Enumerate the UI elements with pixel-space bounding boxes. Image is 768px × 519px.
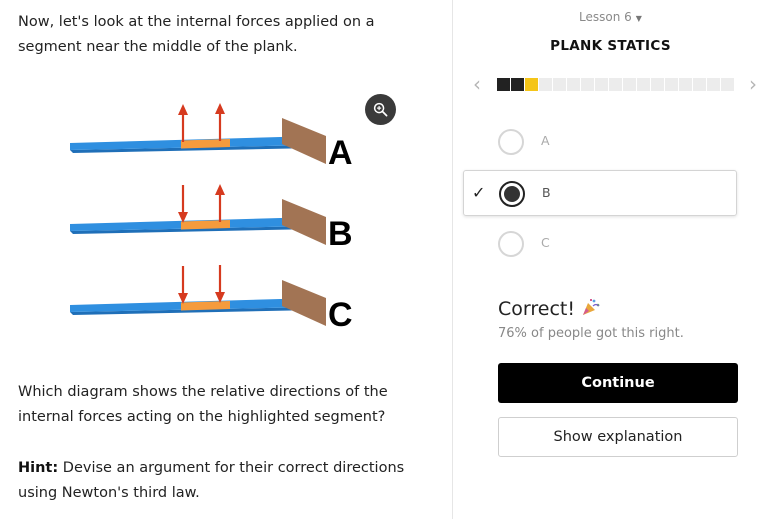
highlighted-segment	[181, 301, 230, 311]
lesson-selector[interactable]: Lesson 6▼	[453, 10, 768, 24]
question-panel: Now, let's look at the internal forces a…	[18, 14, 418, 506]
plank-edge	[70, 226, 316, 234]
progress-segment	[679, 78, 692, 91]
option-c[interactable]: C	[463, 221, 737, 267]
result-text: Correct!	[498, 298, 575, 320]
progress-segment	[581, 78, 594, 91]
progress-segment	[665, 78, 678, 91]
progress-segment	[567, 78, 580, 91]
option-b[interactable]: ✓ B	[463, 170, 737, 216]
chevron-left-icon[interactable]: ‹	[473, 72, 481, 96]
chevron-right-icon[interactable]: ›	[749, 72, 757, 96]
force-arrow	[215, 265, 225, 303]
plank-edge	[70, 145, 316, 153]
zoom-button[interactable]	[365, 94, 396, 125]
radio-b[interactable]	[499, 181, 525, 207]
wall	[282, 280, 326, 326]
continue-button[interactable]: Continue	[498, 363, 738, 403]
result-stat: 76% of people got this right.	[498, 326, 684, 341]
progress-segment	[525, 78, 538, 91]
caret-down-icon: ▼	[635, 14, 642, 23]
party-popper-icon	[581, 297, 601, 322]
highlighted-segment	[181, 220, 230, 230]
show-explanation-button[interactable]: Show explanation	[498, 417, 738, 457]
checkmark-icon: ✓	[472, 183, 486, 202]
progress-segment	[553, 78, 566, 91]
force-arrow	[178, 185, 188, 223]
progress-segment	[707, 78, 720, 91]
lesson-label: Lesson 6	[579, 10, 632, 24]
highlighted-segment	[181, 139, 230, 149]
wall	[282, 199, 326, 245]
result-heading: Correct!	[498, 297, 601, 322]
option-label-b: B	[542, 185, 551, 200]
option-a[interactable]: A	[463, 119, 737, 165]
radio-c[interactable]	[498, 231, 524, 257]
diagram-label: B	[328, 215, 353, 253]
intro-text: Now, let's look at the internal forces a…	[18, 14, 375, 55]
progress-segment	[623, 78, 636, 91]
course-title: PLANK STATICS	[550, 38, 671, 54]
option-label-c: C	[541, 235, 550, 250]
diagram-label: C	[328, 296, 353, 334]
force-arrow	[215, 103, 225, 141]
progress-segment	[693, 78, 706, 91]
progress-segment	[539, 78, 552, 91]
progress-segment	[595, 78, 608, 91]
zoom-in-icon	[373, 102, 388, 117]
progress-bar	[497, 78, 734, 91]
plank-diagram: A B C	[70, 103, 353, 334]
force-arrow	[178, 266, 188, 304]
sidebar: Lesson 6▼ PLANK STATICS ‹ › A ✓ B C Corr…	[453, 0, 768, 519]
hint-text: Hint: Devise an argument for their corre…	[18, 456, 418, 506]
force-arrow	[178, 104, 188, 142]
progress-segment	[511, 78, 524, 91]
progress-segment	[497, 78, 510, 91]
progress-segment	[609, 78, 622, 91]
hint-label: Hint:	[18, 460, 59, 476]
diagram-label: A	[328, 134, 353, 172]
force-arrow	[215, 184, 225, 222]
question-text: Which diagram shows the relative directi…	[18, 384, 388, 425]
option-label-a: A	[541, 133, 550, 148]
wall	[282, 118, 326, 164]
progress-segment	[651, 78, 664, 91]
hint-body: Devise an argument for their correct dir…	[18, 460, 405, 501]
progress-segment	[637, 78, 650, 91]
radio-a[interactable]	[498, 129, 524, 155]
progress-segment	[721, 78, 734, 91]
plank-edge	[70, 307, 316, 315]
panel-divider	[452, 0, 453, 519]
